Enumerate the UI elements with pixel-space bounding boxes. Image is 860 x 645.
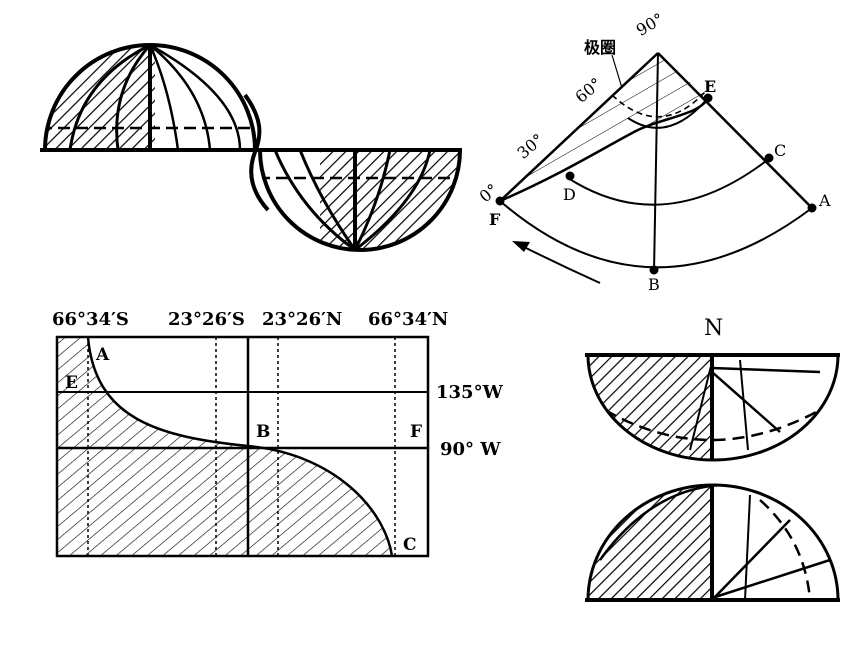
label-lat-23-26-s: 23°26′S [168,309,245,330]
label-60deg: 60° [571,74,605,107]
label-lat-66-34-s: 66°34′S [52,309,129,330]
diagram-3-labels: 66°34′S 23°26′S 23°26′N 66°34′N 135°W 90… [52,309,504,555]
label-90deg: 90° [633,9,667,40]
label-north: N [704,316,723,341]
label-polar-circle: 极圈 [584,38,616,57]
label-point-e: E [704,77,716,96]
diagram-4-labels: N [704,316,723,341]
diagram-2-labels: 极圈 90° 60° 30° 0° E C A D F B [476,9,831,294]
label-lon-90w: 90° W [440,439,501,460]
label-point-b: B [648,275,660,294]
label-point-d: D [563,185,576,204]
label-lon-135w: 135°W [436,382,504,403]
diagram-1-sine-globe [40,43,462,252]
label-point-a: A [818,191,831,210]
label-point-b: B [256,422,270,442]
label-point-e: E [65,373,78,393]
label-point-c: C [774,141,786,160]
label-point-a: A [95,345,110,365]
label-lat-23-26-n: 23°26′N [262,309,342,330]
label-point-c: C [403,535,417,555]
diagram-3-latitude-chart [55,335,430,558]
label-point-f: F [489,210,501,229]
label-point-f: F [410,422,422,442]
diagram-4-hourglass-globe [585,353,840,602]
diagram-2-fan-projection [495,52,817,284]
label-lat-66-34-n: 66°34′N [368,309,448,330]
label-30deg: 30° [513,130,547,163]
